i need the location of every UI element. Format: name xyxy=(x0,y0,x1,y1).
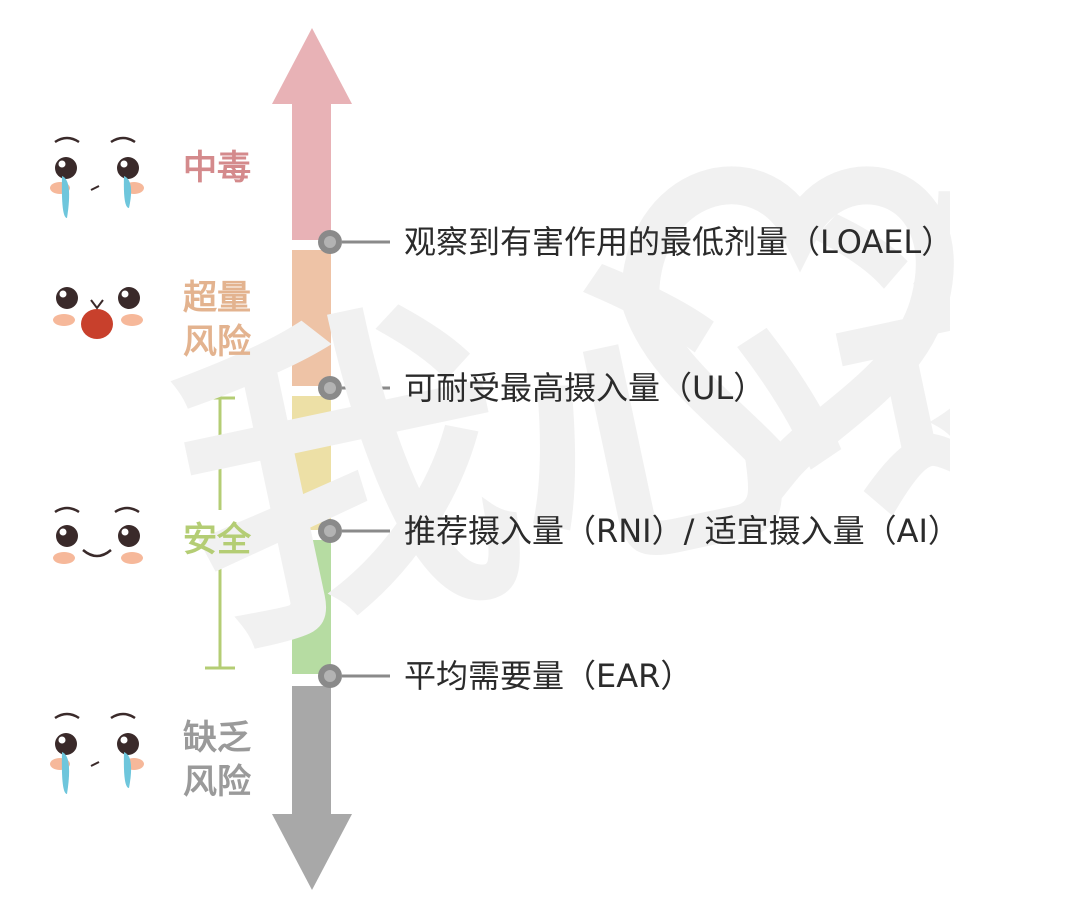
crying-face-icon-deficiency xyxy=(50,712,144,794)
shocked-face-icon xyxy=(53,287,143,339)
rni-ai-label: 推荐摄入量（RNI）/ 适宜摄入量（AI） xyxy=(404,512,960,550)
toxic-segment xyxy=(292,100,331,240)
toxic-zone-text: 中毒 xyxy=(183,148,251,188)
crying-face-icon xyxy=(50,136,144,218)
marker-loael-dot xyxy=(318,230,342,254)
marker-loael xyxy=(318,230,390,254)
excess-zone-text-line2: 风险 xyxy=(183,322,251,362)
safe-zone-label: 安全 xyxy=(172,518,262,562)
marker-ear xyxy=(318,664,390,688)
deficiency-segment xyxy=(292,686,331,818)
marker-rni-dot xyxy=(318,519,342,543)
marker-ear-dot xyxy=(318,664,342,688)
toxic-zone-label: 中毒 xyxy=(172,146,262,190)
excess-zone-text-line1: 超量 xyxy=(183,278,251,318)
deficiency-arrow-head xyxy=(272,814,352,890)
safe-zone-text: 安全 xyxy=(183,520,251,560)
deficiency-zone-text-line2: 风险 xyxy=(183,762,251,802)
safe-lower-segment xyxy=(292,540,331,674)
safe-range-bracket xyxy=(205,396,235,670)
loael-label: 观察到有害作用的最低剂量（LOAEL） xyxy=(404,223,954,261)
excess-zone-label: 超量 风险 xyxy=(172,276,262,364)
ul-label: 可耐受最高摄入量（UL） xyxy=(404,369,766,407)
watermark-heart xyxy=(620,166,954,501)
toxic-arrow-head xyxy=(272,28,352,104)
deficiency-zone-text-line1: 缺乏 xyxy=(183,718,251,758)
marker-rni xyxy=(318,519,390,543)
marker-ul-dot xyxy=(318,376,342,400)
ear-label: 平均需要量（EAR） xyxy=(404,657,693,695)
marker-ul xyxy=(318,376,390,400)
deficiency-zone-label: 缺乏 风险 xyxy=(172,716,262,804)
watermark-logo: 我心选 xyxy=(150,121,950,680)
safe-upper-segment xyxy=(292,396,331,530)
excess-segment xyxy=(292,250,331,386)
smiling-face-icon xyxy=(53,506,143,564)
